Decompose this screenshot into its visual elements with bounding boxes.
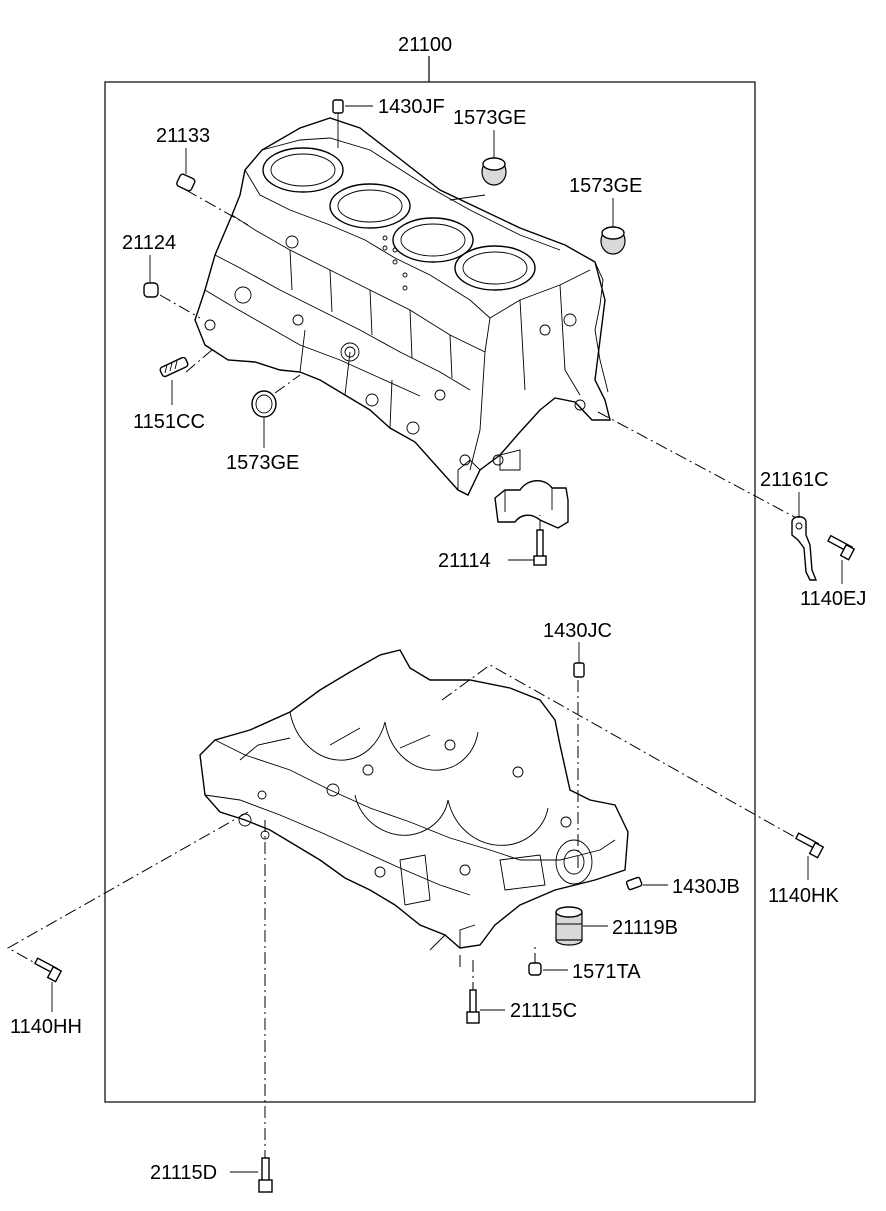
part-1573ge-plug-left[interactable] (251, 390, 277, 418)
part-21115d-bolt[interactable] (258, 1157, 273, 1193)
dash-leaders (6, 189, 801, 1160)
part-1140hk-bolt[interactable] (794, 832, 825, 859)
label-21115c[interactable]: 21115C (510, 1000, 577, 1022)
label-1151cc[interactable]: 1151CC (133, 411, 205, 433)
part-21133-plug[interactable] (176, 173, 196, 192)
label-leaders (51, 105, 843, 1173)
part-1430jb-pin[interactable] (625, 876, 643, 891)
part-1430jc-pin[interactable] (573, 662, 585, 678)
part-21124-dowel[interactable] (143, 282, 159, 298)
label-21119b[interactable]: 21119B (612, 917, 678, 939)
label-21114[interactable]: 21114 (438, 550, 491, 572)
label-21124[interactable]: 21124 (122, 232, 176, 254)
part-21161c-bracket[interactable] (791, 516, 818, 581)
assembly-frame (104, 81, 756, 1103)
label-21161c[interactable]: 21161C (760, 469, 829, 491)
label-1140hh[interactable]: 1140HH (10, 1016, 82, 1038)
label-1571ta[interactable]: 1571TA (572, 961, 641, 983)
part-21119b-filter[interactable] (555, 906, 583, 946)
part-1573ge-plug-right[interactable] (600, 226, 626, 255)
part-1140ej-bolt[interactable] (827, 534, 856, 561)
part-21114-bolt[interactable] (533, 529, 547, 566)
lower-crankcase (199, 649, 629, 951)
label-1430jf[interactable]: 1430JF (378, 96, 445, 118)
part-1430jf-pin[interactable] (332, 99, 344, 148)
label-1430jb[interactable]: 1430JB (672, 876, 740, 898)
label-1573ge-top[interactable]: 1573GE (453, 107, 526, 129)
label-1430jc[interactable]: 1430JC (543, 620, 612, 642)
label-21115d[interactable]: 21115D (150, 1162, 217, 1184)
label-1140ej[interactable]: 1140EJ (800, 588, 866, 610)
part-1571ta-plug[interactable] (528, 962, 542, 976)
label-21100[interactable]: 21100 (398, 34, 452, 56)
upper-cylinder-block (194, 117, 611, 496)
label-1573ge-left[interactable]: 1573GE (226, 452, 299, 474)
part-1140hh-bolt[interactable] (33, 957, 63, 983)
part-21115c-bolt[interactable] (466, 989, 480, 1024)
part-1573ge-plug-top[interactable] (449, 157, 507, 201)
label-1140hk[interactable]: 1140HK (768, 885, 839, 907)
part-1151cc-stud[interactable] (159, 356, 189, 378)
label-1573ge-right[interactable]: 1573GE (569, 175, 642, 197)
label-21133[interactable]: 21133 (156, 125, 210, 147)
bearing-cap (494, 480, 569, 529)
